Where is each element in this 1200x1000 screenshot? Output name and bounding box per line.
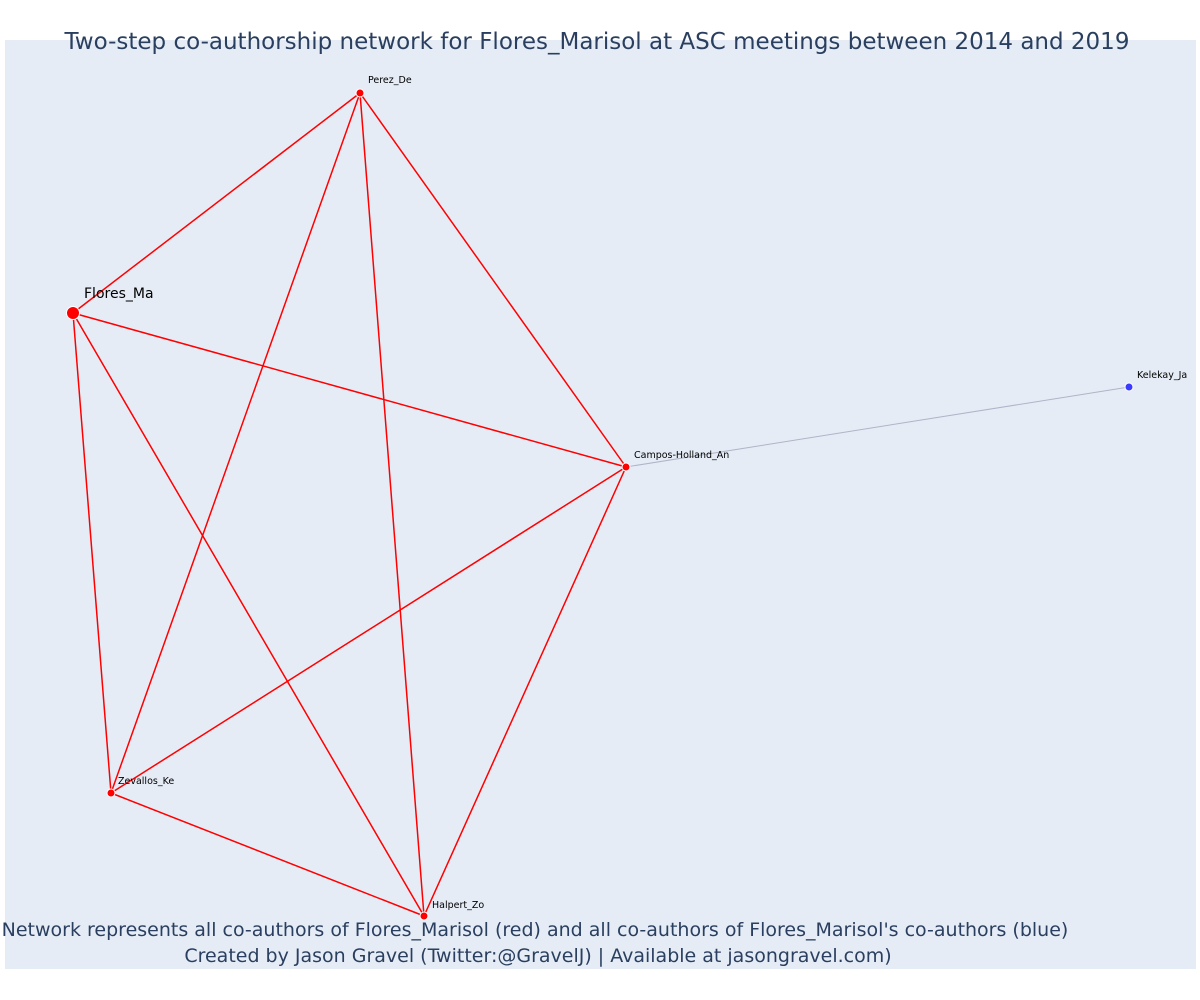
plot-area <box>5 40 1196 969</box>
edge-zevallos-halpert <box>110 792 425 917</box>
nodes-layer <box>66 88 1134 921</box>
node-zevallos[interactable] <box>106 788 116 798</box>
chart-title: Two-step co-authorship network for Flore… <box>64 29 1130 55</box>
node-label-kelekay: Kelekay_Ja <box>1137 370 1187 381</box>
edge-flores-campos <box>72 312 627 468</box>
edge-perez-campos <box>359 92 627 468</box>
node-label-halpert: Halpert_Zo <box>432 900 484 911</box>
node-label-flores: Flores_Ma <box>84 286 154 302</box>
edges-layer <box>72 92 1130 917</box>
node-campos[interactable] <box>621 462 631 472</box>
edge-campos-zevallos <box>110 466 627 794</box>
node-label-campos: Campos-Holland_An <box>634 450 729 461</box>
node-label-zevallos: Zevallos_Ke <box>118 776 174 787</box>
edge-flores-perez <box>72 92 361 314</box>
node-label-perez: Perez_De <box>368 75 412 86</box>
node-kelekay[interactable] <box>1124 382 1134 392</box>
edge-perez-zevallos <box>110 92 361 794</box>
node-perez[interactable] <box>355 88 365 98</box>
edge-flores-zevallos <box>72 312 112 794</box>
edge-flores-halpert <box>72 312 425 917</box>
edge-campos-halpert <box>423 466 627 917</box>
caption-line-1: Network represents all co-authors of Flo… <box>1 919 1069 941</box>
node-halpert[interactable] <box>419 911 429 921</box>
edge-campos-kelekay <box>625 386 1130 468</box>
caption-line-2: Created by Jason Gravel (Twitter:@Gravel… <box>184 945 892 967</box>
node-flores[interactable] <box>66 306 80 320</box>
edge-perez-halpert <box>359 92 425 917</box>
